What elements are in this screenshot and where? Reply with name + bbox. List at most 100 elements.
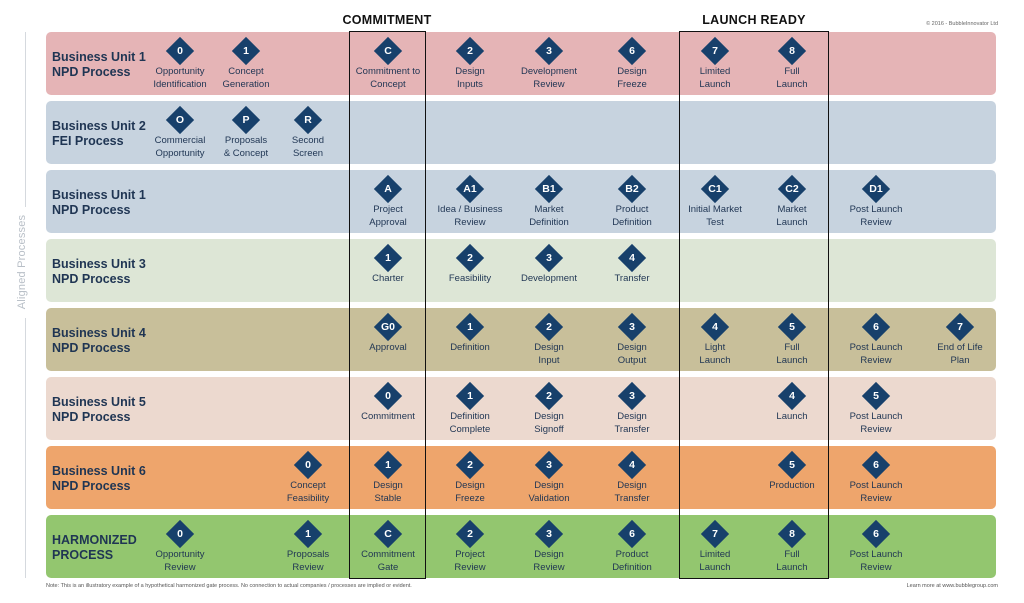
gate-badge: P (242, 114, 250, 126)
gate-label: Definition (425, 342, 515, 355)
gate-diamond-icon: 3 (617, 381, 647, 411)
gate-label-line: Project (373, 204, 403, 215)
gate-label-line: Product (615, 204, 649, 215)
gate-diamond-icon: R (293, 105, 323, 135)
gate-badge: 1 (385, 252, 391, 264)
gate-label-line: Stable (374, 492, 402, 504)
row-title-line: NPD Process (52, 65, 131, 79)
row-title-line: NPD Process (52, 341, 131, 355)
gate-label-line: Generation (222, 78, 270, 90)
gate-label-line: Charter (372, 273, 404, 284)
gate-label-line: Post Launch (849, 411, 903, 422)
gate-label-line: Review (292, 561, 324, 573)
gate-label-line: Launch (776, 411, 808, 422)
gate-diamond-icon: 3 (534, 243, 564, 273)
gate-diamond-icon: A (373, 174, 403, 204)
gate-badge: 6 (873, 528, 879, 540)
gate-badge: C1 (708, 183, 722, 195)
gate-label-line: Commitment (361, 549, 415, 560)
gate-label-line: Transfer (614, 423, 650, 435)
gate-label-line: Feasibility (448, 273, 492, 284)
gate-label-line: Full (784, 66, 800, 77)
gate-label-line: Gate (377, 561, 399, 573)
gate-badge: B1 (542, 183, 556, 195)
gate-label-line: Design (617, 342, 647, 353)
gate-badge: 7 (712, 45, 718, 57)
gate-diamond-icon: 4 (617, 450, 647, 480)
gate-diamond-icon: 4 (777, 381, 807, 411)
gate-label-line: Design (534, 549, 564, 560)
gate-label: Feasibility (425, 273, 515, 286)
gate-badge: 8 (789, 528, 795, 540)
gate-label-line: Opportunity (155, 549, 205, 560)
gate-badge: 3 (546, 45, 552, 57)
gate-label-line: Launch (699, 78, 731, 90)
gate-badge: 5 (789, 459, 795, 471)
gate-label-line: Market (534, 204, 564, 215)
gate-label-line: Inputs (457, 78, 483, 90)
gate-label-line: Design (455, 480, 485, 491)
gate-diamond-icon: 2 (455, 519, 485, 549)
gate-label-line: Approval (369, 216, 407, 228)
gate-label-line: Review (860, 492, 892, 504)
gate-label-line: Definition (529, 216, 569, 228)
gate-badge: 0 (305, 459, 311, 471)
launch-ready-header: LAUNCH READY (702, 13, 806, 27)
gate-label-line: Definition (450, 342, 490, 353)
gate-label-line: Definition (612, 216, 652, 228)
gate-badge: 1 (467, 321, 473, 333)
gate-label-line: Definition (612, 561, 652, 573)
row-title-line: PROCESS (52, 548, 114, 562)
gate-diamond-icon: 7 (700, 519, 730, 549)
gate-label-line: Commitment (361, 411, 415, 422)
gate-diamond-icon: 8 (777, 519, 807, 549)
gate-badge: 1 (467, 390, 473, 402)
gate-label-line: Review (533, 561, 565, 573)
row-title-line: Business Unit 5 (52, 395, 146, 409)
gate-label: Development (504, 273, 594, 286)
gate-label-line: Production (769, 480, 815, 491)
gate-badge: C (384, 528, 392, 540)
gate-label: Production (747, 480, 837, 493)
copyright: © 2016 - BubbleInnovator Ltd (926, 21, 998, 27)
gate-badge: 4 (629, 252, 635, 264)
gate-diamond-icon: 6 (617, 519, 647, 549)
gate-label-line: Opportunity (155, 66, 205, 77)
gate-badge: 8 (789, 45, 795, 57)
gate-label-line: Approval (369, 342, 407, 353)
gate-diamond-icon: 3 (534, 36, 564, 66)
gate-diamond-icon: 3 (534, 450, 564, 480)
gate-diamond-icon: 1 (455, 381, 485, 411)
gate-label-line: Post Launch (849, 549, 903, 560)
gate-badge: 2 (467, 252, 473, 264)
gate-diamond-icon: 1 (373, 450, 403, 480)
